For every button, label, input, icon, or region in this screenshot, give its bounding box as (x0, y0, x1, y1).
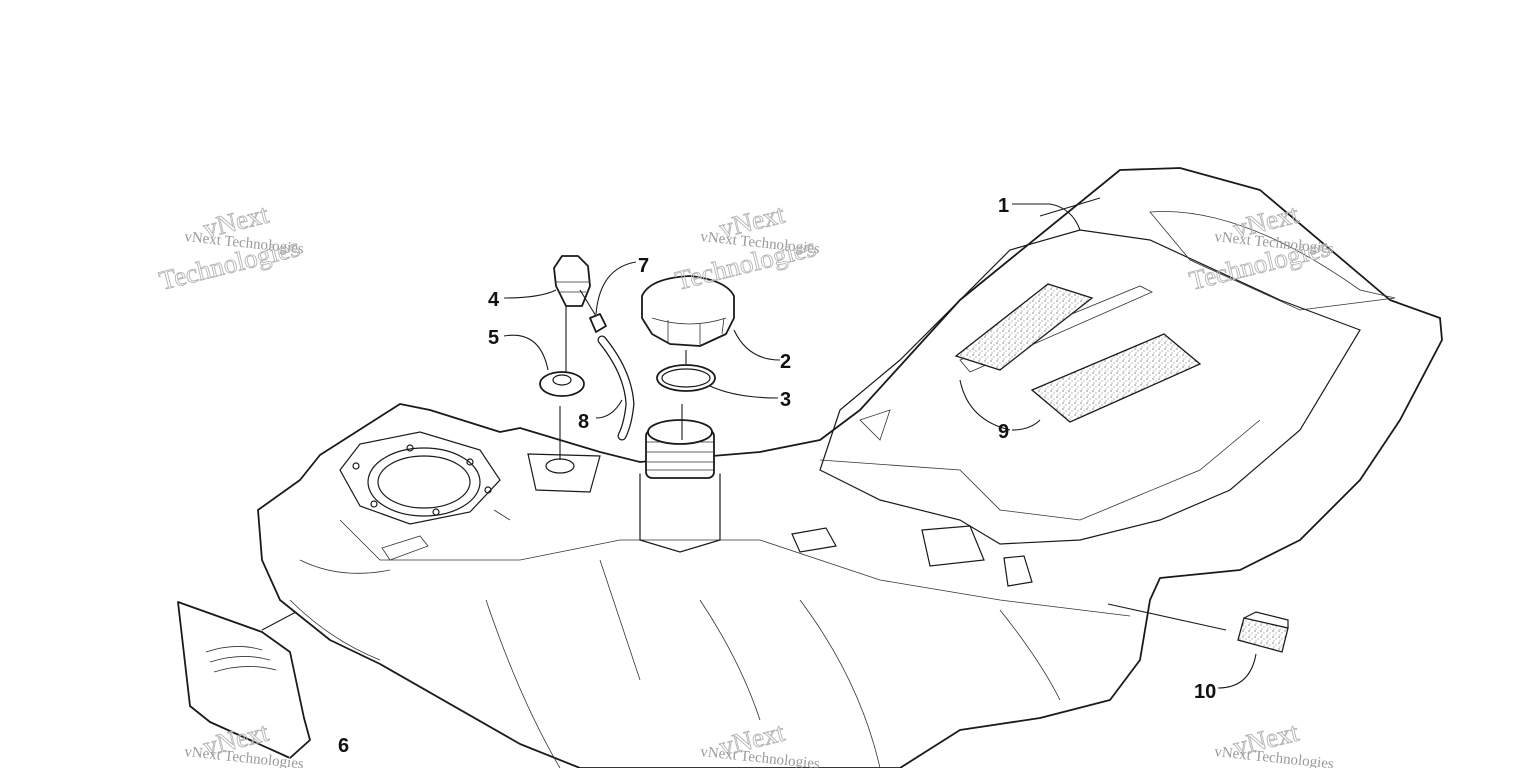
o-ring-part (656, 350, 779, 440)
callout-10: 10 (1194, 681, 1216, 703)
grommet-part (503, 334, 585, 460)
callout-3: 3 (780, 389, 791, 411)
callout-7: 7 (638, 255, 649, 277)
fuel-tank-body-part (257, 167, 1443, 768)
callout-2: 2 (780, 351, 791, 373)
callout-1: 1 (998, 195, 1009, 217)
foam-block-part (1107, 603, 1289, 689)
hose-part (595, 335, 635, 441)
callout-8: 8 (578, 411, 589, 433)
watermark-bottom-right: vNext vNext Technologies (1214, 716, 1335, 768)
callout-6: 6 (338, 735, 349, 757)
foam-pad-parts (954, 283, 1202, 431)
watermark-top-left: vNext vNext Technologies Technologies (156, 198, 305, 296)
fitting-part (579, 261, 637, 333)
callout-4: 4 (488, 289, 500, 311)
watermark-top-center: vNext vNext Technologies Technologies (672, 198, 821, 296)
watermark-bottom-center: vNext vNext Technologies (700, 716, 821, 768)
valve-part (503, 255, 591, 372)
callout-9: 9 (998, 421, 1009, 443)
callout-5: 5 (488, 327, 499, 349)
fuel-cap-part (641, 275, 781, 361)
